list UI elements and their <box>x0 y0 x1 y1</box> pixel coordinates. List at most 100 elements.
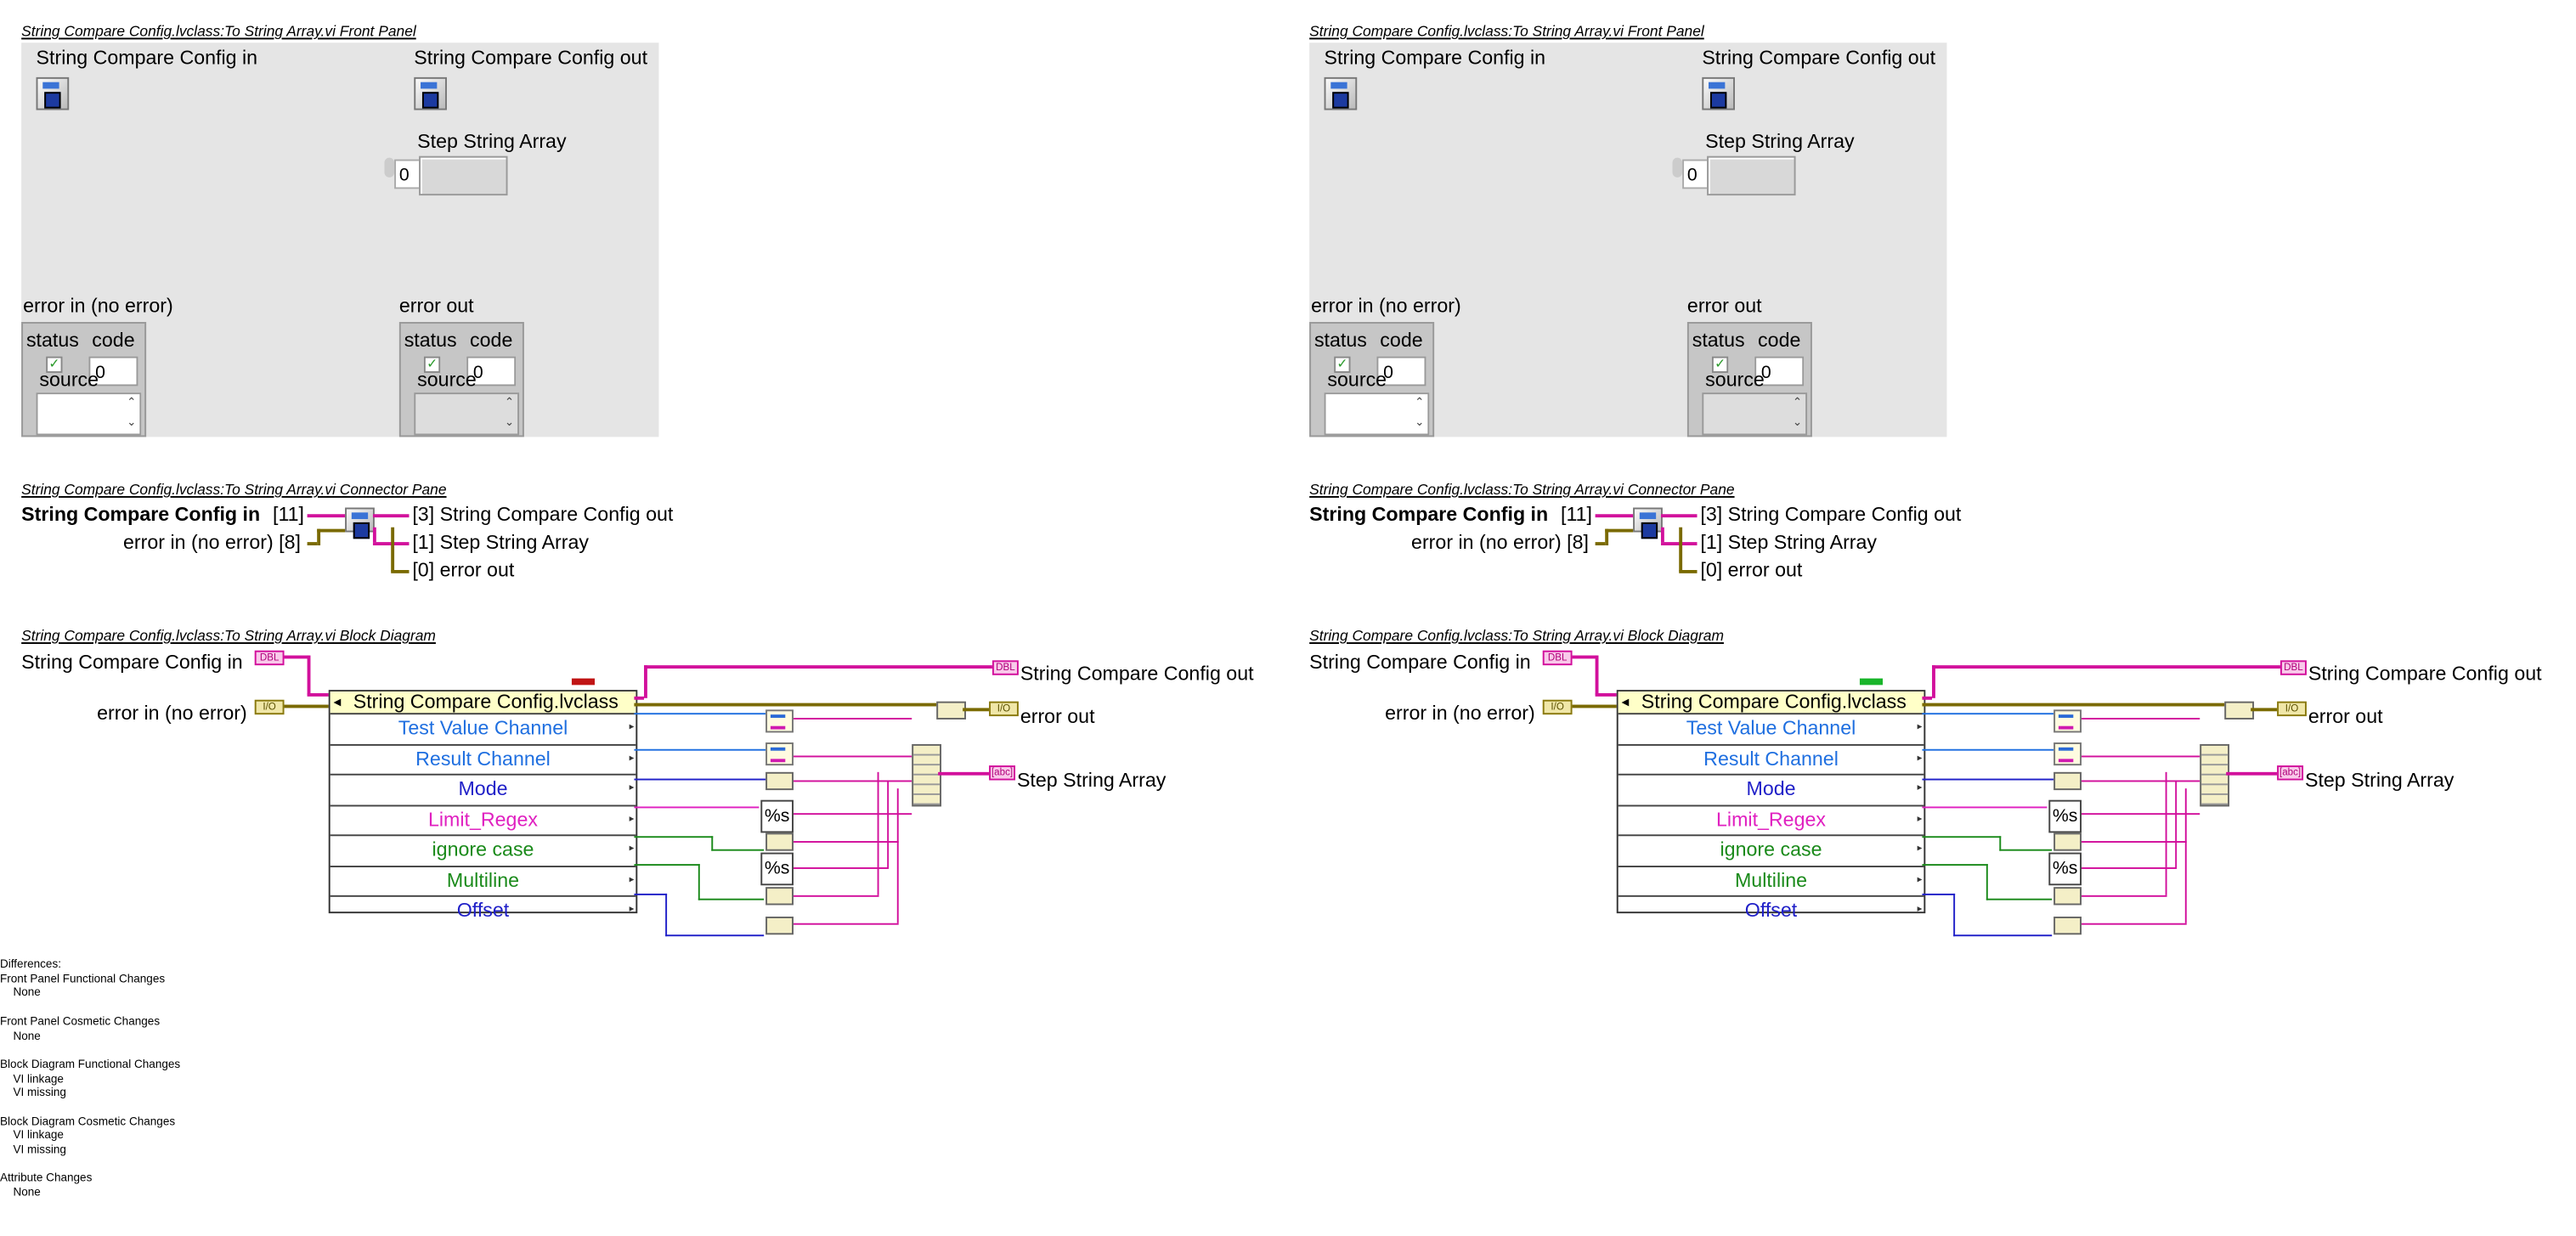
number-to-string-node[interactable] <box>765 917 794 935</box>
bundle-row[interactable]: ignore case <box>1618 836 1924 867</box>
status-label: status <box>25 328 79 352</box>
unbundle-by-name-node[interactable]: ◂String Compare Config.lvclass Test Valu… <box>328 690 638 924</box>
cp-error-label: error in (no error) [8] <box>123 530 301 554</box>
bool-to-string-node[interactable] <box>2053 887 2082 906</box>
bd-wire <box>1932 665 2280 669</box>
bd-wire <box>665 934 765 937</box>
bd-wire <box>1922 748 2054 751</box>
scroll-arrows-icon[interactable]: ⌃⌄ <box>127 397 137 429</box>
differences-heading: Differences: <box>0 959 62 971</box>
bd-input-terminal[interactable]: DBL <box>1542 650 1573 666</box>
bundle-row[interactable]: ignore case <box>330 836 636 867</box>
class-merge-node[interactable] <box>1859 678 1884 686</box>
bundle-row[interactable]: Limit_Regex <box>1618 805 1924 837</box>
block-diagram-title: String Compare Config.lvclass:To String … <box>1309 627 1724 645</box>
class-control-icon[interactable] <box>36 76 70 110</box>
diff-item: None <box>13 1030 41 1042</box>
code-label: code <box>470 328 513 352</box>
source-input[interactable]: ⌃⌄ <box>1324 392 1430 436</box>
bundle-row[interactable]: Multiline <box>330 866 636 897</box>
code-input[interactable]: 0 <box>88 356 138 387</box>
bd-wire <box>2081 895 2167 897</box>
bd-wire <box>644 665 992 669</box>
channel-to-string-node[interactable] <box>765 709 794 733</box>
bd-wire <box>1922 806 2048 809</box>
source-input[interactable]: ⌃⌄ <box>36 392 142 436</box>
bundle-row[interactable]: Test Value Channel <box>1618 714 1924 745</box>
bundle-row[interactable]: Mode <box>1618 776 1924 806</box>
class-control-icon[interactable] <box>1324 76 1358 110</box>
error-in-cluster: status code ✓ 0 source ⌃⌄ <box>21 322 147 437</box>
bool-to-string-node[interactable] <box>765 887 794 906</box>
spacer <box>0 1002 180 1017</box>
bool-to-string-node[interactable] <box>2053 832 2082 851</box>
source-label: source <box>1327 368 1387 392</box>
connector-icon <box>1633 507 1663 539</box>
source-display: ⌃⌄ <box>1702 392 1808 436</box>
config-in-label: String Compare Config in <box>1324 46 1546 70</box>
unbundle-by-name-node[interactable]: ◂String Compare Config.lvclass Test Valu… <box>1616 690 1926 924</box>
row-label: ignore case <box>432 838 534 861</box>
bd-wire <box>793 755 912 758</box>
bd-error-terminal[interactable]: I/O <box>254 699 285 715</box>
diff-item: VI missing <box>13 1087 66 1100</box>
config-out-label: String Compare Config out <box>414 46 648 70</box>
bd-wire <box>711 849 765 851</box>
bundle-row[interactable]: Limit_Regex <box>330 805 636 837</box>
array-index-spinner[interactable] <box>1672 157 1683 178</box>
scroll-arrows-icon[interactable]: ⌃⌄ <box>504 397 515 429</box>
bd-error-out-terminal: I/O <box>2277 701 2307 717</box>
merge-errors-node[interactable] <box>2224 701 2255 720</box>
format-string-node[interactable]: %s <box>2048 799 2082 833</box>
enum-to-string-node[interactable] <box>765 771 794 791</box>
scroll-arrows-icon[interactable]: ⌃⌄ <box>1415 397 1425 429</box>
code-input[interactable]: 0 <box>1376 356 1426 387</box>
bd-error-out-terminal: I/O <box>989 701 1019 717</box>
channel-to-string-node[interactable] <box>2053 709 2082 733</box>
number-to-string-node[interactable] <box>2053 917 2082 935</box>
bundle-row[interactable]: Test Value Channel <box>330 714 636 745</box>
array-index-spinner[interactable] <box>384 157 395 178</box>
format-string-node[interactable]: %s <box>2048 852 2082 886</box>
bd-wire <box>963 708 990 712</box>
status-checkbox[interactable]: ✓ <box>1334 356 1351 373</box>
format-string-node[interactable]: %s <box>760 799 794 833</box>
diff-group-title: Block Diagram Cosmetic Changes <box>0 1116 176 1128</box>
bd-wire <box>634 713 766 715</box>
merge-errors-node[interactable] <box>936 701 967 720</box>
enum-to-string-node[interactable] <box>2053 771 2082 791</box>
bool-to-string-node[interactable] <box>765 832 794 851</box>
status-checkbox[interactable]: ✓ <box>46 356 63 373</box>
bd-wire <box>887 780 890 867</box>
bd-wire <box>1953 893 1956 937</box>
bd-wire <box>284 704 330 708</box>
class-arrow-icon: ◂ <box>1621 693 1630 710</box>
bd-wire <box>938 771 990 776</box>
channel-to-string-node[interactable] <box>765 742 794 766</box>
bundle-row[interactable]: Mode <box>330 776 636 806</box>
bd-wire <box>634 893 668 895</box>
bd-output-label: String Compare Config out <box>2308 662 2542 686</box>
connector-icon <box>345 507 375 539</box>
code-label: code <box>92 328 135 352</box>
format-string-node[interactable]: %s <box>760 852 794 886</box>
bundle-row[interactable]: Offset <box>1618 897 1924 926</box>
cp-out2-label: [1] Step String Array <box>412 530 590 554</box>
bundle-row[interactable]: Multiline <box>1618 866 1924 897</box>
bundle-row[interactable]: Result Channel <box>330 745 636 776</box>
bd-error-terminal[interactable]: I/O <box>1542 699 1573 715</box>
bundle-row[interactable]: Offset <box>330 897 636 926</box>
diff-item: VI missing <box>13 1144 66 1157</box>
bd-input-terminal[interactable]: DBL <box>254 650 285 666</box>
build-array-node[interactable] <box>2200 743 2230 807</box>
build-array-node[interactable] <box>912 743 942 807</box>
channel-to-string-node[interactable] <box>2053 742 2082 766</box>
row-label: Mode <box>1746 776 1796 800</box>
bundle-row[interactable]: Result Channel <box>1618 745 1924 776</box>
bd-array-label: Step String Array <box>1016 768 1167 793</box>
class-merge-node[interactable] <box>571 678 595 686</box>
array-index-input[interactable]: 0 <box>394 159 424 189</box>
scroll-arrows-icon[interactable]: ⌃⌄ <box>1792 397 1803 429</box>
